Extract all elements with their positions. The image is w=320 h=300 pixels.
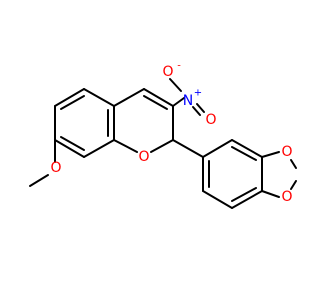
bond-inner-c8a-c8 — [60, 136, 85, 151]
bond-c4a-c8a — [83, 139, 115, 158]
bond-ar1-ar2 — [202, 139, 233, 158]
bond-c2-o1 — [150, 139, 174, 153]
bonds — [29, 78, 297, 209]
methoxy-o-label: O — [50, 160, 61, 176]
bond-o1-c8a — [113, 139, 138, 153]
bond-ar5-ar6 — [202, 190, 233, 209]
nitro-n-charge: + — [194, 88, 202, 99]
nitro-o-minus-charge: - — [177, 61, 181, 72]
bond-inner-c7-c6 — [60, 95, 85, 110]
nitro-n-label: N — [183, 93, 193, 109]
bond-c7-c6 — [54, 88, 85, 107]
ring-o-label: O — [138, 149, 149, 165]
bond-n-o-double-a — [192, 106, 201, 116]
bond-omethoxy-ch3 — [29, 174, 49, 187]
dioxole-o-top-label: O — [281, 144, 292, 160]
molecule-structure: O - N + O O O O O — [29, 61, 297, 209]
bond-n-o-double-b — [196, 103, 205, 113]
bond-ar2-ar3 — [231, 139, 263, 158]
bond-ar3-otop — [261, 151, 280, 158]
bond-obottom-ch2 — [290, 180, 297, 190]
nitro-o-minus-label: O — [162, 64, 173, 80]
bond-n-o-minus — [169, 78, 182, 92]
bond-otop-ch2 — [290, 159, 297, 169]
atom-labels: O - N + O O O O O — [50, 61, 292, 206]
bond-c4-c3 — [143, 88, 174, 107]
bond-ar4-obottom — [261, 190, 280, 198]
bond-inner-ar2-ar3 — [231, 146, 257, 161]
bond-c4-c3-double — [143, 95, 168, 110]
bond-c3-n — [172, 97, 185, 107]
bond-c2-aryl — [172, 139, 204, 158]
bond-ar4-ar5 — [231, 190, 263, 209]
bond-c6-c5 — [83, 88, 115, 107]
bond-c8a-c8 — [54, 139, 85, 158]
bond-c4a-c4 — [113, 88, 145, 107]
nitro-o-label: O — [205, 112, 216, 128]
bond-inner-ar4-ar5 — [231, 187, 257, 202]
dioxole-o-bottom-label: O — [281, 189, 292, 205]
